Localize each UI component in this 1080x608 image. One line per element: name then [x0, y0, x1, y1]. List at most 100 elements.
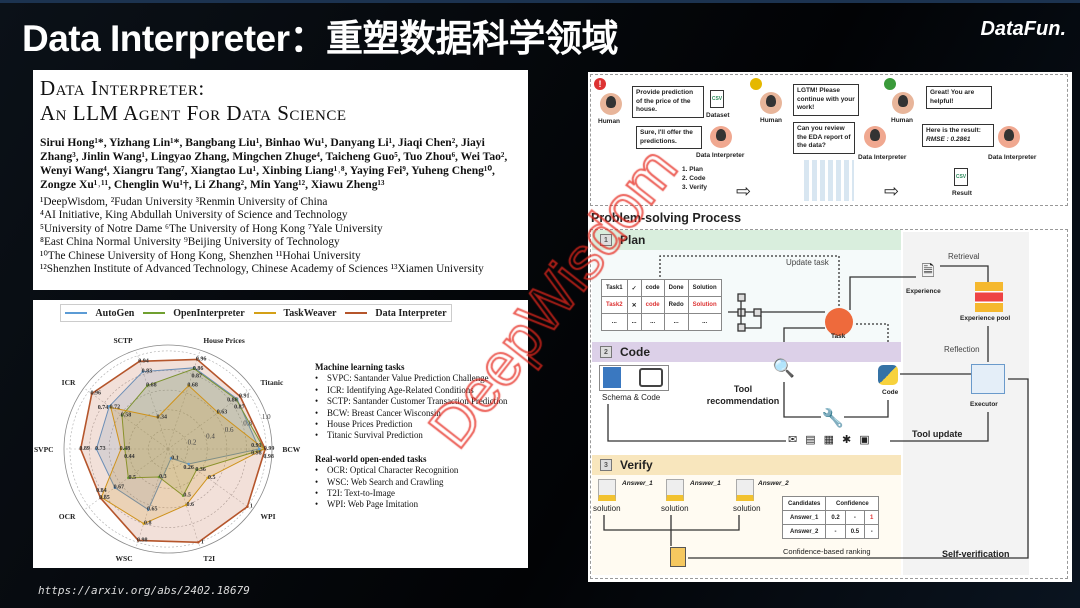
paper-header-panel: Data Interpreter: An LLM Agent For Data …	[33, 70, 528, 290]
data-label: 0.5	[129, 475, 137, 481]
data-label: 1	[201, 539, 204, 545]
data-label: 0.73	[95, 446, 106, 452]
legend-swatch	[65, 312, 88, 315]
table-cell: ✓	[626, 279, 642, 297]
legend-item: TaskWeaver	[253, 307, 337, 319]
schema-code-label: Schema & Code	[602, 393, 661, 402]
step-number: 1	[600, 234, 612, 246]
arxiv-url[interactable]: https://arxiv.org/abs/2402.18679	[38, 584, 250, 597]
data-label: 0.89	[79, 446, 90, 452]
data-label: 0.85	[99, 495, 110, 501]
data-label: 0.6	[186, 502, 194, 508]
legend-item: AutoGen	[65, 308, 134, 319]
ml-task: SCTP: Santander Customer Transaction Pre…	[315, 396, 527, 408]
axis-label: SVPC	[34, 445, 54, 454]
slide-title: Data Interpreter：重塑数据科学领域	[22, 18, 619, 59]
series-data-interpreter	[79, 358, 266, 544]
axis-label: ICR	[62, 378, 76, 387]
data-label: 0.5	[183, 493, 191, 499]
data-label: 0.8	[144, 521, 152, 527]
ml-task: Titanic Survival Prediction	[315, 430, 527, 442]
table-cell: Solution	[687, 279, 722, 297]
data-label: 0.74	[98, 405, 109, 411]
answer-label: Answer_1	[690, 480, 721, 487]
legend-swatch	[253, 312, 276, 315]
flow-line	[844, 400, 889, 418]
table-cell: ✕	[626, 296, 642, 314]
datafun-logo: DataFun.	[980, 18, 1066, 40]
flow-line	[607, 404, 786, 442]
data-label: 0.98	[137, 537, 148, 543]
ml-task: BCW: Breast Cancer Wisconsin	[315, 408, 527, 420]
data-label: 0.98	[263, 454, 274, 460]
axis-label: SCTP	[113, 336, 133, 345]
tool-icons-row: ✉▤▦✱▣	[788, 434, 878, 446]
tool-update-label: Tool update	[912, 429, 963, 439]
legend-label: AutoGen	[95, 307, 135, 319]
affiliation: ¹DeepWisdom, ²Fudan University ³Renmin U…	[40, 196, 328, 208]
checklist-icon	[670, 547, 686, 567]
graph-node	[737, 293, 746, 302]
task-label: Task	[831, 333, 846, 340]
py-file-icon	[666, 479, 684, 501]
step-number: 3	[600, 459, 612, 471]
data-label: 0.1	[171, 455, 179, 461]
py-file-icon	[598, 479, 616, 501]
data-point	[246, 505, 249, 508]
code-section-label: Code	[620, 345, 650, 359]
table-cell: -	[844, 510, 866, 525]
ml-task-list: SVPC: Santander Value Prediction Challen…	[315, 373, 527, 442]
data-label: 0.72	[110, 404, 121, 410]
axis-label: House Prices	[203, 336, 245, 345]
table-cell: Solution	[687, 296, 722, 314]
table-cell: Candidates	[781, 496, 827, 511]
answer-label: Answer_1	[622, 480, 653, 487]
table-cell: ...	[601, 313, 628, 331]
paper-title-line2: An LLM Agent For Data Science	[40, 101, 347, 125]
data-label: 0.58	[121, 413, 132, 419]
affiliation: ¹⁰The Chinese University of Hong Kong, S…	[40, 249, 361, 262]
data-label: 0.91	[239, 394, 250, 400]
legend-label: Data Interpreter	[375, 307, 447, 319]
data-label: 0.94	[138, 358, 149, 364]
legend-label: OpenInterpreter	[173, 307, 245, 319]
data-label: 0.67	[114, 485, 125, 491]
answer-label: Answer_2	[758, 480, 789, 487]
solution-label: solution	[593, 504, 621, 513]
legend-item: OpenInterpreter	[143, 307, 245, 319]
graph-node	[753, 308, 762, 317]
ml-task: House Prices Prediction	[315, 419, 527, 431]
affiliation: ⁸East China Normal University ⁹Beijing U…	[40, 236, 340, 249]
table-cell: code	[640, 279, 665, 297]
data-label: 0.44	[124, 454, 135, 460]
data-label: 0.26	[183, 465, 194, 471]
data-label: 0.5	[208, 475, 216, 481]
affiliation: ⁵University of Notre Dame ⁶The Universit…	[40, 222, 383, 235]
legend-label: TaskWeaver	[283, 307, 337, 319]
axis-label: BCW	[282, 445, 300, 454]
retrieval-label: Retrieval	[948, 252, 980, 261]
code-label: Code	[882, 389, 899, 396]
doc-file-icon	[603, 367, 621, 388]
data-label: 0.96	[196, 356, 207, 362]
ml-task: SVPC: Santander Value Prediction Challen…	[315, 373, 527, 385]
table-cell: ...	[687, 313, 722, 331]
radial-tick-label: 0.6	[225, 426, 234, 434]
table-cell: Redo	[663, 296, 689, 314]
ml-heading: Machine learning tasks	[315, 362, 405, 372]
task-clipboard-icon	[825, 308, 853, 336]
table-cell: Answer_2	[781, 524, 827, 539]
affiliation: ⁴AI Initiative, King Abdullah University…	[40, 209, 348, 222]
solution-label: solution	[661, 504, 689, 513]
table-cell: Task1	[601, 279, 628, 297]
verify-label: Verify	[620, 458, 653, 472]
axis-label: T2I	[203, 554, 215, 563]
radial-tick-label: 0.4	[206, 432, 215, 440]
data-label: 0.96	[91, 391, 102, 397]
